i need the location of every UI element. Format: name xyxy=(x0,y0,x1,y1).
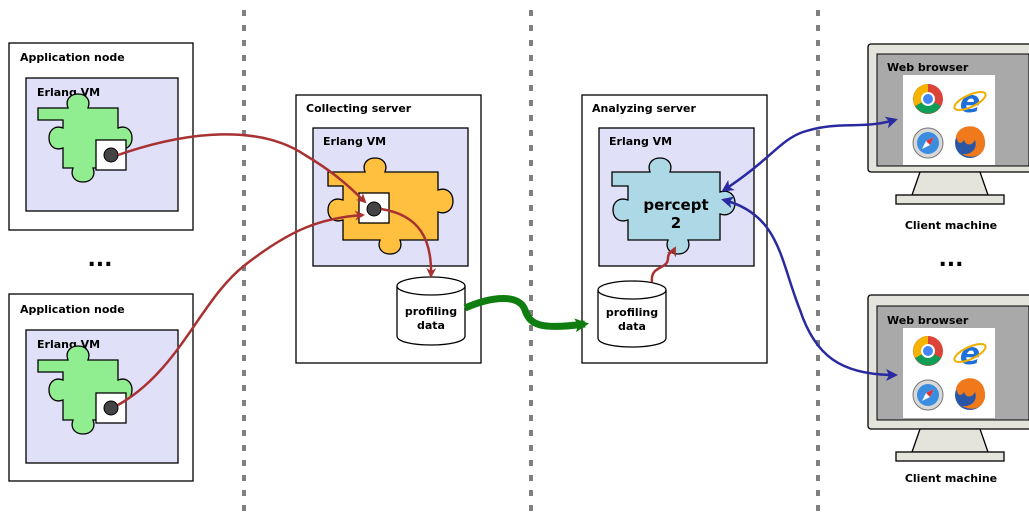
firefox-icon xyxy=(955,378,985,410)
profiling-data-storage: profiling data xyxy=(597,280,667,348)
monitor-base xyxy=(895,451,1005,462)
analyzing-server-title: Analyzing server xyxy=(592,102,696,115)
storage-label-line1: profiling xyxy=(606,306,658,319)
web-browser-label: Web browser xyxy=(887,314,969,327)
safari-icon xyxy=(912,127,944,159)
svg-text:e: e xyxy=(960,85,980,120)
client-machine-1: Web browser e Client machine xyxy=(867,43,1029,232)
puzzle-piece-icon xyxy=(327,157,454,255)
ellipsis-right: ... xyxy=(938,247,963,272)
profiling-data-storage: profiling data xyxy=(396,276,466,346)
svg-text:e: e xyxy=(960,337,980,372)
application-node-title: Application node xyxy=(20,303,125,316)
application-node-title: Application node xyxy=(20,51,125,64)
collecting-server-title: Collecting server xyxy=(306,102,412,115)
trace-arrow-node2 xyxy=(117,210,365,407)
trace-arrows xyxy=(117,133,677,407)
client-machine-caption: Client machine xyxy=(905,219,997,232)
application-node-2: Application node Erlang VM xyxy=(8,293,194,482)
client-machine-2: Web browser e Client machine xyxy=(867,294,1029,485)
web-arrow-client2 xyxy=(721,196,898,381)
chrome-icon xyxy=(913,84,943,114)
percept-puzzle-piece-icon xyxy=(611,157,736,255)
web-arrows xyxy=(721,116,898,381)
erlang-vm-label: Erlang VM xyxy=(37,338,100,351)
erlang-vm-label: Erlang VM xyxy=(609,135,672,148)
probe-dot xyxy=(103,147,119,163)
collector-probe-dot xyxy=(366,201,382,217)
storage-label-line1: profiling xyxy=(405,305,457,318)
probe-box xyxy=(95,392,127,424)
percept-label-line1: percept xyxy=(643,196,708,214)
web-arrow-client1 xyxy=(721,116,898,192)
probe-dot xyxy=(103,400,119,416)
erlang-vm-label: Erlang VM xyxy=(37,86,100,99)
firefox-icon xyxy=(955,126,985,158)
percept-label-line2: 2 xyxy=(671,214,681,232)
erlang-vm-label: Erlang VM xyxy=(323,135,386,148)
collecting-server: Collecting server Erlang VM profiling da… xyxy=(295,94,482,364)
storage-to-percept-arrow xyxy=(650,246,677,283)
trace-arrow-node1 xyxy=(117,133,367,204)
monitor-stand xyxy=(911,428,989,453)
internet-explorer-icon: e xyxy=(953,85,987,120)
storage-label-line2: data xyxy=(618,320,646,333)
web-browser-label: Web browser xyxy=(887,61,969,74)
chrome-icon xyxy=(913,336,943,366)
application-node-1: Application node Erlang VM xyxy=(8,42,194,231)
client-machine-caption: Client machine xyxy=(905,472,997,485)
ellipsis-left: ... xyxy=(87,247,112,272)
transfer-arrow xyxy=(463,295,589,333)
safari-icon xyxy=(912,379,944,411)
trace-to-storage-arrow xyxy=(380,207,437,278)
monitor-stand xyxy=(911,171,989,196)
internet-explorer-icon: e xyxy=(953,337,987,372)
analyzing-server: Analyzing server Erlang VM percept 2 pro… xyxy=(581,94,768,364)
storage-label-line2: data xyxy=(417,319,445,332)
monitor-base xyxy=(895,194,1005,205)
